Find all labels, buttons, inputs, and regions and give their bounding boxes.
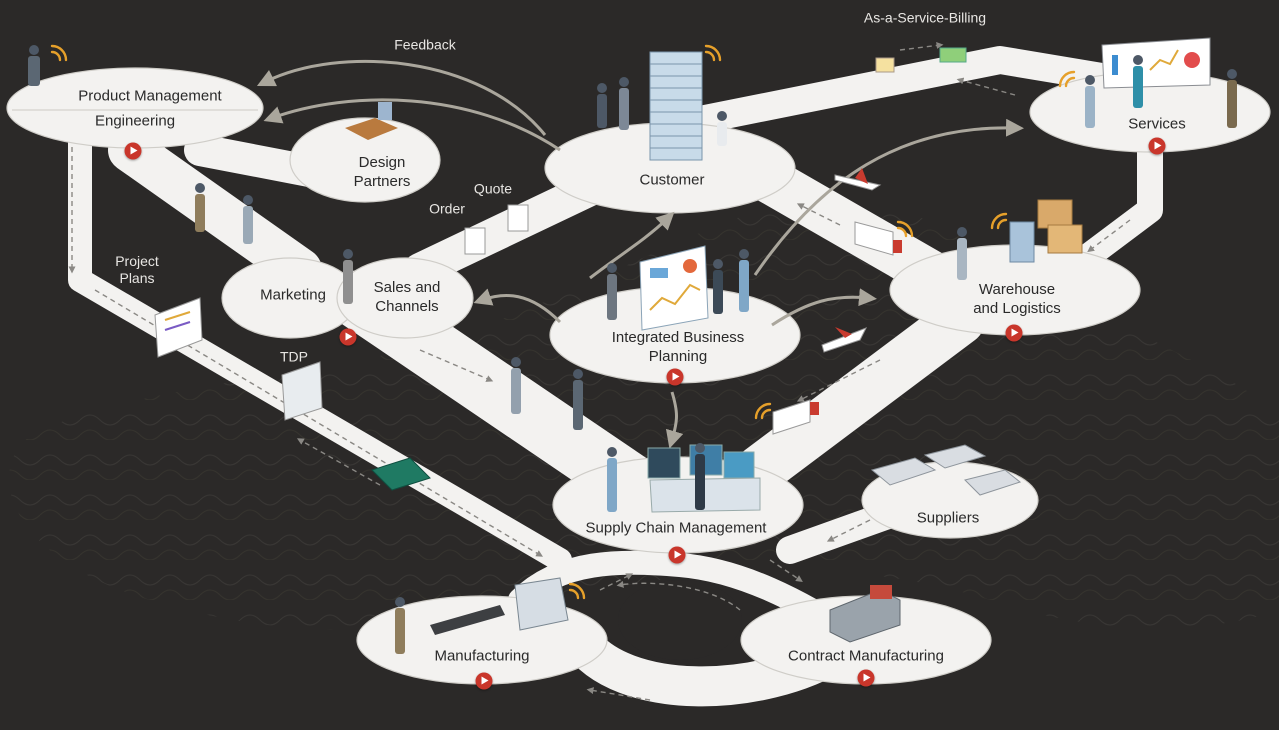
server-rack-icon — [649, 51, 703, 161]
circuit-board-icon — [371, 457, 431, 491]
contract-manufacturing-label: Contract Manufacturing — [788, 647, 944, 665]
services-board-icon — [1101, 37, 1211, 89]
curved-arrows — [256, 59, 1024, 449]
wifi-icon — [990, 212, 1008, 230]
play-icon[interactable] — [857, 669, 875, 687]
wifi-icon — [896, 220, 914, 238]
warehouse-line1: Warehouse — [978, 281, 1056, 298]
project-plan-document-icon — [154, 297, 203, 358]
factory-icon — [829, 585, 901, 643]
document-icon — [507, 204, 529, 232]
sales-channels-label: Sales and Channels — [374, 278, 441, 316]
play-icon[interactable] — [1148, 137, 1166, 155]
people-figures — [28, 45, 1237, 654]
design-partners-line1: Design — [358, 154, 406, 171]
marketing-label: Marketing — [260, 286, 326, 304]
suppliers-label: Suppliers — [916, 509, 980, 527]
scm-label: Supply Chain Management — [585, 519, 767, 537]
order-label: Order — [429, 200, 465, 217]
play-icon[interactable] — [668, 546, 686, 564]
play-icon[interactable] — [475, 672, 493, 690]
machine-icon — [430, 577, 569, 635]
design-partners-line2: Partners — [353, 173, 411, 190]
ibp-line2: Planning — [648, 348, 708, 365]
sales-channels-line2: Channels — [375, 298, 439, 315]
services-label: Services — [1128, 115, 1186, 133]
wifi-icon — [704, 44, 722, 62]
wifi-icon — [754, 402, 772, 420]
tdp-label: TDP — [280, 348, 308, 365]
play-icon[interactable] — [666, 368, 684, 386]
quote-label: Quote — [473, 180, 513, 197]
feedback-label: Feedback — [394, 36, 456, 53]
wifi-icon — [50, 44, 68, 62]
ibp-label: Integrated Business Planning — [612, 328, 745, 366]
wifi-icon — [1058, 70, 1076, 88]
warehouse-line2: and Logistics — [973, 300, 1061, 317]
manufacturing-label: Manufacturing — [434, 647, 530, 665]
warehouse-label: Warehouse and Logistics — [973, 280, 1061, 318]
project-plans-label: Project Plans — [115, 253, 159, 287]
play-icon[interactable] — [339, 328, 357, 346]
truck-icon — [772, 399, 819, 435]
tdp-document-icon — [281, 361, 323, 421]
ibp-line1: Integrated Business — [611, 329, 745, 346]
play-icon[interactable] — [124, 142, 142, 160]
invoice-icon — [875, 57, 895, 73]
dashboard-board-icon — [639, 245, 709, 331]
truck-icon — [854, 221, 902, 256]
sales-channels-line1: Sales and — [373, 279, 441, 296]
project-plans-line2: Plans — [119, 270, 155, 286]
billing-label: As-a-Service-Billing — [863, 9, 987, 26]
design-partners-label: Design Partners — [354, 153, 411, 191]
wifi-icon — [568, 582, 586, 600]
airplane-icon — [821, 327, 868, 353]
play-icon[interactable] — [1005, 324, 1023, 342]
airplane-icon — [834, 168, 882, 191]
product-management-label: Product Management — [78, 87, 222, 105]
factory-icon — [870, 444, 1022, 496]
desk-icon — [345, 102, 398, 140]
loop-hole — [618, 580, 742, 660]
document-icon — [464, 227, 486, 255]
project-plans-line1: Project — [115, 253, 159, 269]
money-icon — [939, 47, 967, 63]
engineering-label: Engineering — [94, 112, 176, 130]
flow-guides — [68, 41, 1131, 701]
customer-label: Customer — [639, 171, 705, 189]
boxes-icon — [1009, 199, 1083, 263]
